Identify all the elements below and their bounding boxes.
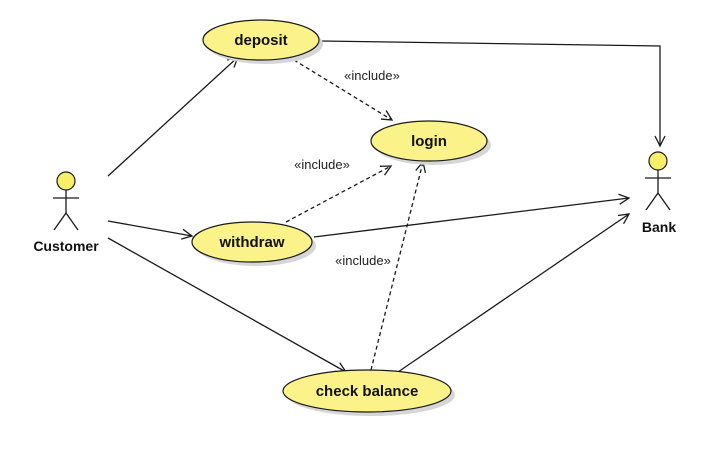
- association-deposit-bank: [320, 40, 666, 148]
- use-case-label: check balance: [316, 383, 419, 400]
- association-withdraw-bank: [313, 193, 631, 238]
- use-case-login[interactable]: login: [370, 120, 491, 165]
- use-case-label: withdraw: [218, 234, 284, 251]
- actor-label: Customer: [33, 238, 99, 254]
- use-case-label: deposit: [234, 32, 287, 49]
- include-withdraw-login: [285, 165, 393, 223]
- use-case-label: login: [411, 133, 447, 150]
- actor-label: Bank: [642, 219, 676, 235]
- actor-customer[interactable]: Customer: [33, 171, 99, 254]
- include-label-withdraw: «include»: [294, 157, 350, 172]
- use-case-deposit[interactable]: deposit: [202, 19, 323, 64]
- include-label-check-balance: «include»: [335, 253, 391, 268]
- use-case-withdraw[interactable]: withdraw: [191, 221, 316, 266]
- stick-figure-icon: [645, 151, 671, 211]
- include-deposit-login: [293, 59, 394, 121]
- stick-figure-icon: [53, 171, 79, 231]
- actor-bank[interactable]: Bank: [642, 151, 676, 235]
- include-label-deposit: «include»: [344, 68, 400, 83]
- association-customer-check-balance: [107, 237, 348, 373]
- use-case-check-balance[interactable]: check balance: [282, 369, 455, 416]
- association-customer-withdraw: [107, 220, 194, 240]
- association-customer-deposit: [107, 56, 240, 177]
- association-check-balance-bank: [397, 213, 631, 373]
- include-check-balance-login: [370, 160, 427, 371]
